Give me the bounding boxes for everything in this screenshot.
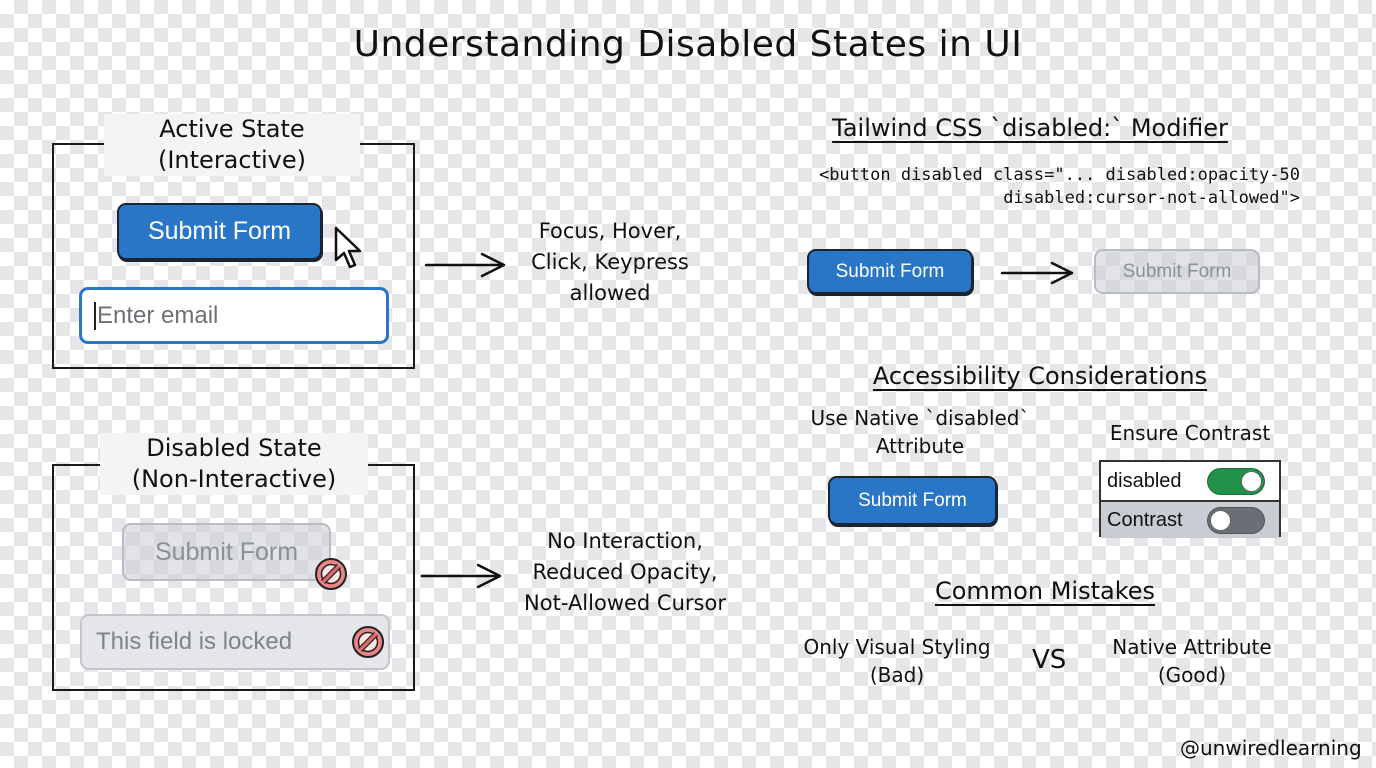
not-allowed-icon bbox=[315, 558, 347, 590]
arrow-cursor-icon bbox=[334, 226, 362, 269]
toggle-switch-on[interactable] bbox=[1207, 467, 1265, 495]
submit-form-button-disabled: Submit Form bbox=[122, 523, 331, 581]
submit-form-button-disabled-example: Submit Form bbox=[1094, 249, 1260, 294]
submit-form-label: Submit Form bbox=[1122, 260, 1232, 282]
compare-line: (Good) bbox=[1157, 663, 1227, 687]
active-label-line1: Active State bbox=[159, 115, 305, 143]
tailwind-heading: Tailwind CSS `disabled:` Modifier bbox=[832, 114, 1228, 142]
disabled-label-line1: Disabled State bbox=[146, 434, 322, 462]
note-line: Not-Allowed Cursor bbox=[524, 591, 726, 615]
disabled-state-label: Disabled State (Non-Interactive) bbox=[100, 433, 368, 495]
page-title: Understanding Disabled States in UI bbox=[353, 24, 1023, 65]
ensure-contrast-heading: Ensure Contrast bbox=[1109, 421, 1271, 445]
submit-form-label: Submit Form bbox=[147, 217, 292, 245]
toggle-row-contrast: Contrast bbox=[1101, 500, 1279, 538]
compare-line: Native Attribute bbox=[1112, 635, 1272, 659]
compare-line: (Bad) bbox=[869, 663, 925, 687]
email-input[interactable]: Enter email bbox=[79, 287, 389, 344]
submit-form-label: Submit Form bbox=[154, 537, 299, 566]
submit-form-label: Submit Form bbox=[858, 489, 967, 511]
author-handle: @unwiredlearning bbox=[1180, 736, 1362, 760]
versus-label: VS bbox=[1032, 645, 1067, 675]
toggle-row-disabled: disabled bbox=[1101, 462, 1279, 500]
good-practice-label: Native Attribute (Good) bbox=[1082, 633, 1302, 689]
arrow-right-icon bbox=[424, 252, 506, 278]
tip-line: Use Native `disabled` bbox=[810, 406, 1030, 430]
toggle-label: Contrast bbox=[1107, 508, 1183, 531]
not-allowed-icon bbox=[352, 626, 384, 658]
note-line: Click, Keypress bbox=[531, 250, 689, 274]
note-line: No Interaction, bbox=[547, 529, 703, 553]
email-placeholder: Enter email bbox=[97, 301, 219, 329]
toggle-switch-off[interactable] bbox=[1207, 506, 1265, 534]
toggle-knob bbox=[1241, 470, 1262, 492]
tailwind-code-snippet: <button disabled class="... disabled:opa… bbox=[740, 164, 1300, 210]
note-line: Focus, Hover, bbox=[538, 219, 682, 243]
active-state-label: Active State (Interactive) bbox=[104, 114, 360, 176]
locked-field-value: This field is locked bbox=[96, 628, 293, 655]
submit-form-button-enabled-example[interactable]: Submit Form bbox=[807, 249, 973, 294]
bad-practice-label: Only Visual Styling (Bad) bbox=[782, 633, 1012, 689]
common-mistakes-heading: Common Mistakes bbox=[934, 577, 1156, 605]
code-line: <button disabled class="... disabled:opa… bbox=[818, 165, 1300, 185]
active-label-line2: (Interactive) bbox=[157, 146, 306, 174]
disabled-label-line2: (Non-Interactive) bbox=[131, 465, 337, 493]
arrow-right-icon bbox=[420, 563, 502, 589]
note-line: Reduced Opacity, bbox=[532, 560, 718, 584]
compare-line: Only Visual Styling bbox=[803, 635, 991, 659]
toggle-knob bbox=[1210, 509, 1231, 531]
tip-line: Attribute bbox=[875, 434, 965, 458]
disabled-behavior-note: No Interaction, Reduced Opacity, Not-All… bbox=[500, 526, 750, 619]
accessibility-heading: Accessibility Considerations bbox=[872, 362, 1208, 390]
text-caret bbox=[94, 301, 96, 330]
toggle-label: disabled bbox=[1107, 469, 1182, 492]
submit-form-button-active[interactable]: Submit Form bbox=[117, 203, 322, 260]
active-behavior-note: Focus, Hover, Click, Keypress allowed bbox=[500, 216, 720, 309]
native-attribute-tip: Use Native `disabled` Attribute bbox=[780, 404, 1060, 460]
submit-form-label: Submit Form bbox=[835, 260, 945, 282]
submit-form-button-native[interactable]: Submit Form bbox=[828, 476, 997, 525]
note-line: allowed bbox=[569, 281, 651, 305]
code-line: disabled:cursor-not-allowed"> bbox=[1003, 188, 1300, 208]
contrast-toggle-panel: disabled Contrast bbox=[1099, 460, 1281, 538]
arrow-right-icon bbox=[1000, 261, 1074, 285]
locked-field-input: This field is locked bbox=[80, 614, 390, 670]
